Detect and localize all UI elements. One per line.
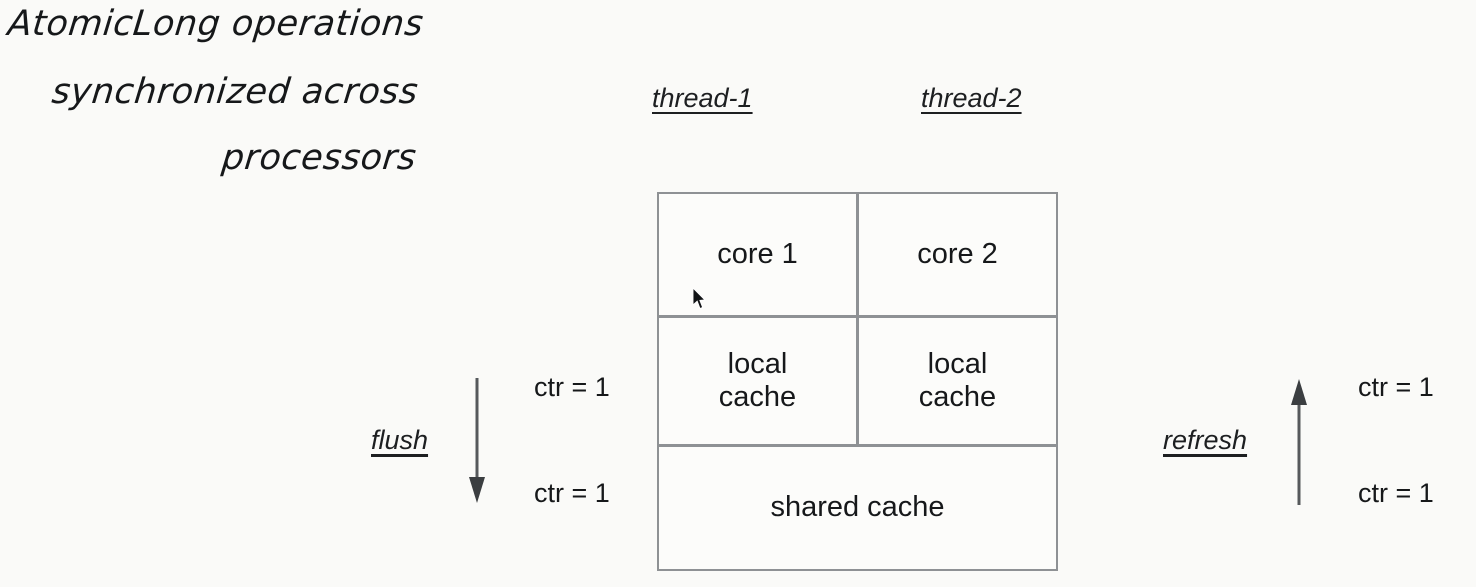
cell-shared-cache-label: shared cache bbox=[770, 491, 945, 524]
cell-core-1-label: core 1 bbox=[717, 237, 798, 270]
thread-1-label: thread-1 bbox=[652, 83, 753, 113]
title-line-3: processors bbox=[219, 138, 419, 178]
refresh-label: refresh bbox=[1163, 425, 1248, 455]
cell-core-1: core 1 bbox=[657, 192, 858, 317]
cell-local-cache-2-label: local cache bbox=[918, 347, 997, 413]
refresh-source-value: ctr = 1 bbox=[1358, 478, 1434, 508]
flush-arrow-down-icon bbox=[469, 378, 485, 503]
thread-2-label: thread-2 bbox=[921, 83, 1022, 113]
refresh-arrow-up-icon bbox=[1291, 379, 1307, 505]
title-line-1: AtomicLong operations bbox=[5, 4, 426, 44]
cell-core-2-label: core 2 bbox=[917, 237, 998, 270]
cell-local-cache-1: local cache bbox=[657, 316, 858, 446]
mouse-cursor-icon bbox=[693, 288, 707, 310]
cpu-cache-grid: core 1 core 2 local cache local cache sh… bbox=[657, 192, 1058, 571]
flush-target-value: ctr = 1 bbox=[534, 478, 610, 508]
cell-local-cache-2: local cache bbox=[857, 316, 1058, 446]
cell-local-cache-1-label: local cache bbox=[718, 347, 797, 413]
flush-label: flush bbox=[371, 425, 429, 455]
flush-source-value: ctr = 1 bbox=[534, 372, 610, 402]
cell-core-2: core 2 bbox=[857, 192, 1058, 317]
refresh-target-value: ctr = 1 bbox=[1358, 372, 1434, 402]
title-line-2: synchronized across bbox=[49, 72, 421, 112]
cell-shared-cache: shared cache bbox=[657, 445, 1058, 571]
